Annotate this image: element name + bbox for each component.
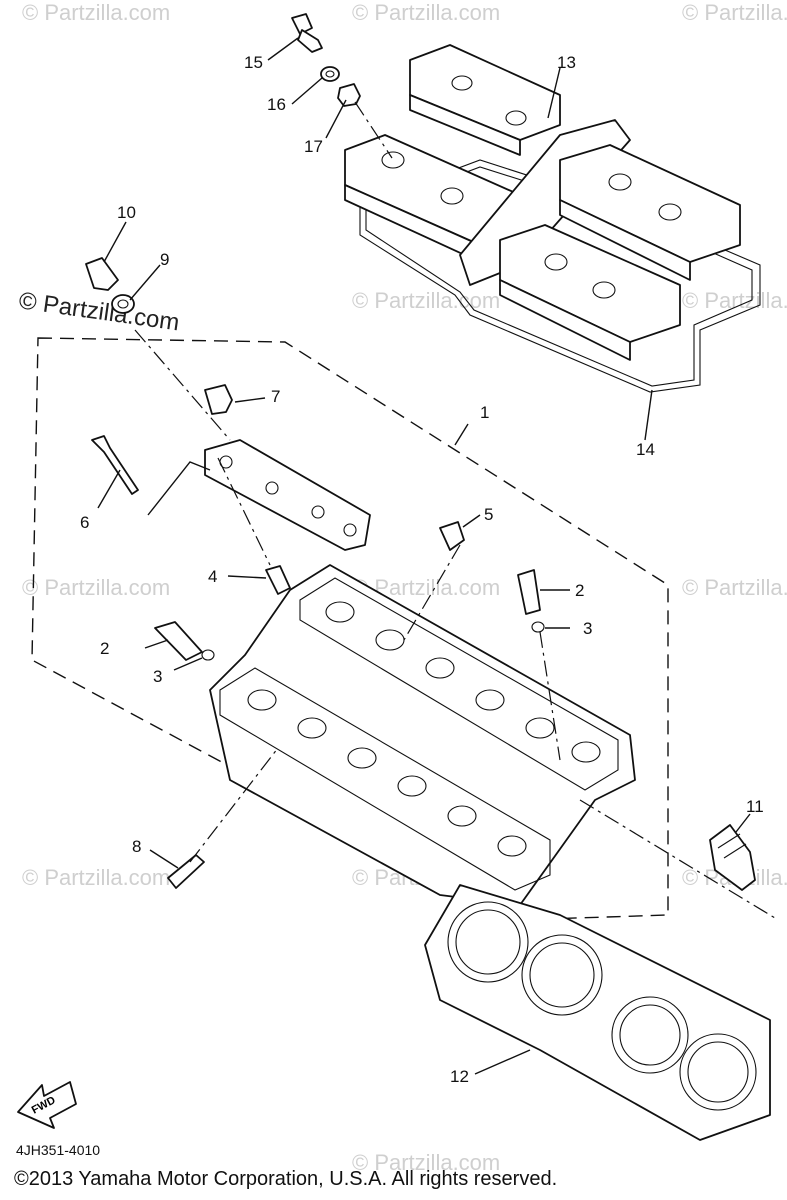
watermark: © Partzilla.com [352, 1150, 500, 1175]
fwd-arrow: FWD [17, 1081, 77, 1129]
cam-journals [247, 601, 601, 857]
watermark: © Partzilla.com [22, 865, 170, 890]
fitting-parts [85, 257, 135, 314]
cylinder-head [134, 329, 776, 919]
head-gasket [424, 884, 771, 1141]
assembly-boundary [31, 337, 669, 921]
callout-label: 6 [80, 513, 89, 532]
callout-label: 14 [636, 440, 655, 459]
callout-label: 11 [746, 797, 764, 816]
watermark: © Partzilla.com [22, 575, 170, 600]
watermark: © Partzilla.com [22, 0, 170, 25]
watermark-dark: © Partzilla.com [17, 287, 181, 336]
watermark: © Partzilla.com [682, 288, 787, 313]
callout-label: 7 [271, 387, 280, 406]
callout-label: 15 [244, 53, 263, 72]
watermark: © Partzilla.com [682, 575, 787, 600]
watermark: © Partzilla.com [682, 0, 787, 25]
callout-label: 9 [160, 250, 169, 269]
callout-label: 17 [304, 137, 323, 156]
copyright-notice: ©2013 Yamaha Motor Corporation, U.S.A. A… [14, 1168, 558, 1190]
callout-label: 8 [132, 837, 141, 856]
watermark: © Partzilla.com [352, 0, 500, 25]
callout-label: 2 [100, 639, 109, 658]
cam-bracket [91, 384, 371, 551]
callout-label: 10 [117, 203, 136, 222]
leader-lines [97, 37, 751, 1075]
callout-label: 3 [153, 667, 162, 686]
callout-label: 13 [557, 53, 576, 72]
callout-label: 3 [583, 619, 592, 638]
callout-label: 16 [267, 95, 286, 114]
watermark: © Partzilla.com [352, 288, 500, 313]
callout-label: 1 [480, 403, 489, 422]
callout-label: 2 [575, 581, 584, 600]
spark-plug [709, 824, 756, 891]
callout-label: 12 [450, 1067, 469, 1086]
cover-fasteners [291, 13, 393, 159]
drawing-code: 4JH351-4010 [16, 1142, 101, 1158]
valve-cover-assembly [344, 44, 761, 393]
callout-numbers: 1 2 2 3 3 4 5 6 7 8 9 10 11 12 13 14 15 … [80, 53, 764, 1086]
callout-label: 5 [484, 505, 493, 524]
callout-label: 4 [208, 567, 217, 586]
